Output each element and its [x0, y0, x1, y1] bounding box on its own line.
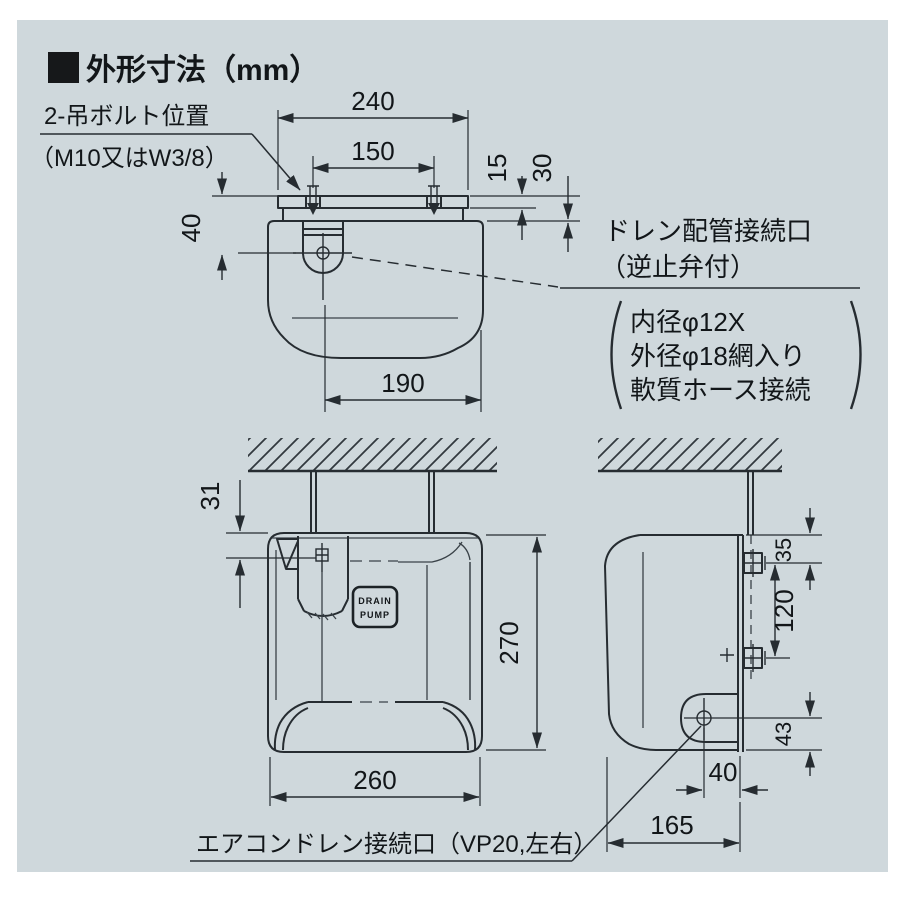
- dim-40-value: 40: [176, 214, 206, 243]
- dim-35-value: 35: [771, 538, 796, 562]
- badge-line2: PUMP: [360, 610, 390, 620]
- drain-port-crosshair: [293, 233, 352, 300]
- hose-note-line2: 外径φ18網入り: [630, 341, 806, 371]
- title-square-bullet: [48, 52, 79, 83]
- dim-240-extension: [277, 110, 469, 190]
- hose-note-paren-right: [849, 300, 862, 410]
- bolt-center-mark: [720, 648, 734, 662]
- drain-pump-badge: DRAIN PUMP: [351, 585, 399, 629]
- hose-note-line1: 内径φ12X: [630, 307, 745, 337]
- dim-31-extensions: [226, 532, 316, 559]
- hanging-rod-side: [747, 471, 754, 535]
- pump-body-side-view: [604, 534, 743, 751]
- pump-body-top-view: [267, 220, 484, 359]
- dim-260-value: 260: [353, 765, 396, 795]
- aircon-leader-line: [571, 725, 702, 862]
- drain-pipe-label-block: ドレン配管接続口 （逆止弁付） 内径φ12X 外径φ18網入り 軟質ホース接続: [351, 216, 862, 410]
- dim-260-extensions: [269, 757, 481, 806]
- dim-270-value: 270: [494, 621, 524, 664]
- pump-body-front-view: [267, 532, 483, 753]
- dim-150-value: 150: [351, 136, 394, 166]
- sump-tray: [273, 701, 477, 751]
- drain-pipe-label: ドレン配管接続口: [604, 216, 812, 246]
- drain-pipe-sublabel: （逆止弁付）: [600, 252, 756, 282]
- dim-190-value: 190: [381, 368, 424, 398]
- aircon-label-block: エアコンドレン接続口（VP20,左右）: [190, 725, 702, 862]
- dim-165-value: 165: [650, 810, 693, 840]
- pump-assembly-front: [276, 536, 349, 702]
- hose-note-line3: 軟質ホース接続: [630, 375, 811, 405]
- bolt-spec-label: （M10又はW3/8）: [30, 145, 229, 172]
- dim-120-value: 120: [769, 589, 799, 632]
- inner-vertical-lines: [426, 562, 471, 700]
- aircon-port-label: エアコンドレン接続口（VP20,左右）: [196, 831, 597, 858]
- top-view: 240 150 15 30 40 190: [176, 86, 580, 412]
- dim-30-value: 30: [527, 154, 557, 183]
- ceiling-hatch-front: [248, 438, 497, 471]
- bolt-leader-line: [251, 133, 301, 191]
- front-view: DRAIN PUMP 31 270 260: [195, 438, 546, 806]
- hanging-rods-front: [310, 471, 435, 533]
- dim-270-extensions: [486, 534, 546, 751]
- dim-40s-extensions: [703, 728, 741, 798]
- dim-43-value: 43: [771, 722, 796, 746]
- dim-40s-value: 40: [709, 757, 738, 787]
- dim-165-extensions: [606, 757, 741, 852]
- dim-240-value: 240: [351, 86, 394, 116]
- side-view: 35 120 43 40 165: [598, 438, 822, 852]
- dim-15-value: 15: [482, 154, 512, 183]
- bracket-bolt-lower: [720, 644, 766, 672]
- badge-line1: DRAIN: [358, 596, 392, 606]
- bracket-bolt-upper: [743, 549, 766, 577]
- title-block: 外形寸法（mm） 2-吊ボルト位置 （M10又はW3/8）: [30, 52, 319, 191]
- page-title: 外形寸法（mm）: [86, 53, 319, 87]
- dim-40-extensions: [212, 195, 296, 254]
- dim-15-30-extensions: [470, 195, 580, 222]
- side-dim-extensions: [684, 534, 822, 751]
- bolt-position-label: 2-吊ボルト位置: [44, 103, 209, 130]
- tank-lip-curve: [398, 541, 463, 563]
- ceiling-hatch-side: [598, 438, 782, 471]
- dim-31-value: 31: [195, 482, 225, 511]
- hose-note-paren-left: [610, 300, 623, 410]
- mounting-plate: [277, 195, 469, 221]
